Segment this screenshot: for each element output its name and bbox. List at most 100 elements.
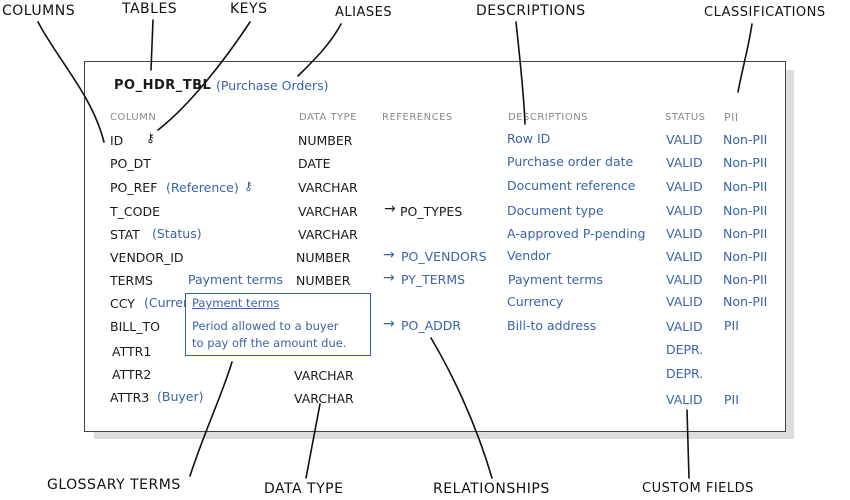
description: Currency [507,294,564,309]
table-card [84,61,786,432]
leader-data-type [305,403,321,479]
status: DEPR. [666,366,704,381]
column-name: ATTR1 [112,344,152,359]
glossary-tooltip: Payment terms Period allowed to a buyer … [185,293,371,356]
callout-glossary-terms: GLOSSARY TERMS [47,477,181,493]
data-type: NUMBER [298,133,353,148]
leader-custom-fields [686,409,690,479]
leader-classifications [737,23,753,93]
callout-data-type: DATA TYPE [264,481,344,497]
header-data-type: DATA TYPE [299,112,358,123]
callout-relationships: RELATIONSHIPS [433,481,550,497]
status: VALID [666,155,703,170]
key-icon: ⚷ [244,179,253,193]
pii-classification: Non-PII [723,203,768,218]
reference-link[interactable]: PO_TYPES [400,204,463,219]
callout-custom-fields: CUSTOM FIELDS [642,481,754,496]
column-name: ATTR3 [110,390,150,405]
description: Document type [507,203,604,218]
leader-columns [37,21,105,143]
status: VALID [666,179,703,194]
column-alias: (Buyer) [157,389,204,404]
pii-classification: Non-PII [723,179,768,194]
data-type: DATE [298,156,331,171]
tooltip-title: Payment terms [192,296,280,310]
status: VALID [666,226,703,241]
callout-aliases: ALIASES [335,5,393,20]
reference-arrow-icon: → [384,201,396,217]
column-name: VENDOR_ID [110,250,184,265]
column-name: STAT [110,227,140,242]
leader-descriptions [515,21,526,125]
data-type: VARCHAR [298,180,358,195]
column-alias: (Reference) [166,180,239,195]
status: VALID [666,319,703,334]
glossary-term[interactable]: Payment terms [188,272,283,287]
leader-relationships [430,337,493,479]
callout-descriptions: DESCRIPTIONS [476,3,586,19]
pii-classification: Non-PII [723,132,768,147]
pii-classification: Non-PII [723,272,768,287]
callout-keys: KEYS [230,1,268,17]
reference-arrow-icon: → [383,316,395,332]
status: VALID [666,249,703,264]
leader-glossary-terms [189,361,233,477]
data-type: VARCHAR [294,391,354,406]
column-name: ID [110,133,124,148]
pii-classification: PII [724,318,739,333]
data-type: VARCHAR [298,227,358,242]
column-name: BILL_TO [110,319,160,334]
reference-link[interactable]: PO_VENDORS [401,249,487,264]
column-name: ATTR2 [112,367,152,382]
column-name: PO_REF [110,180,158,195]
description: Bill-to address [507,318,597,333]
reference-link[interactable]: PO_ADDR [401,318,462,333]
data-type: NUMBER [296,273,351,288]
tooltip-definition-line: to pay off the amount due. [192,336,347,350]
status: VALID [666,392,703,407]
status: VALID [666,203,703,218]
reference-arrow-icon: → [383,270,395,286]
header-descriptions: DESCRIPTIONS [508,112,589,123]
leader-keys [157,21,251,131]
column-name: PO_DT [110,156,151,171]
header-status: STATUS [665,112,706,123]
description: Purchase order date [507,154,634,169]
data-type: NUMBER [296,250,351,265]
callout-tables: TABLES [122,1,178,17]
description: Document reference [507,178,636,193]
pii-classification: Non-PII [723,249,768,264]
description: Row ID [507,131,551,146]
data-type: VARCHAR [298,204,358,219]
column-alias: (Status) [152,226,202,241]
pii-classification: Non-PII [723,226,768,241]
reference-arrow-icon: → [383,247,395,263]
column-name: TERMS [110,273,153,288]
description: Vendor [507,248,551,263]
description: A-approved P-pending [507,226,646,241]
header-column: COLUMN [110,112,157,123]
status: DEPR. [666,342,704,357]
status: VALID [666,132,703,147]
status: VALID [666,294,703,309]
pii-classification: Non-PII [723,155,768,170]
status: VALID [666,272,703,287]
tooltip-definition-line: Period allowed to a buyer [192,319,339,333]
callout-classifications: CLASSIFICATIONS [704,5,826,20]
data-type: VARCHAR [294,368,354,383]
description: Payment terms [508,272,603,287]
column-name: T_CODE [110,204,160,219]
column-name: CCY [110,296,135,311]
pii-classification: Non-PII [723,294,768,309]
column-alias: (Curren [144,295,191,310]
leader-tables [150,19,154,71]
reference-link[interactable]: PY_TERMS [401,272,466,287]
header-pii: PII [724,111,739,124]
key-icon: ⚷ [146,131,155,145]
callout-columns: COLUMNS [2,3,76,19]
pii-classification: PII [724,392,739,407]
leader-aliases [297,23,342,77]
header-references: REFERENCES [382,112,453,123]
table-alias: (Purchase Orders) [216,78,329,93]
